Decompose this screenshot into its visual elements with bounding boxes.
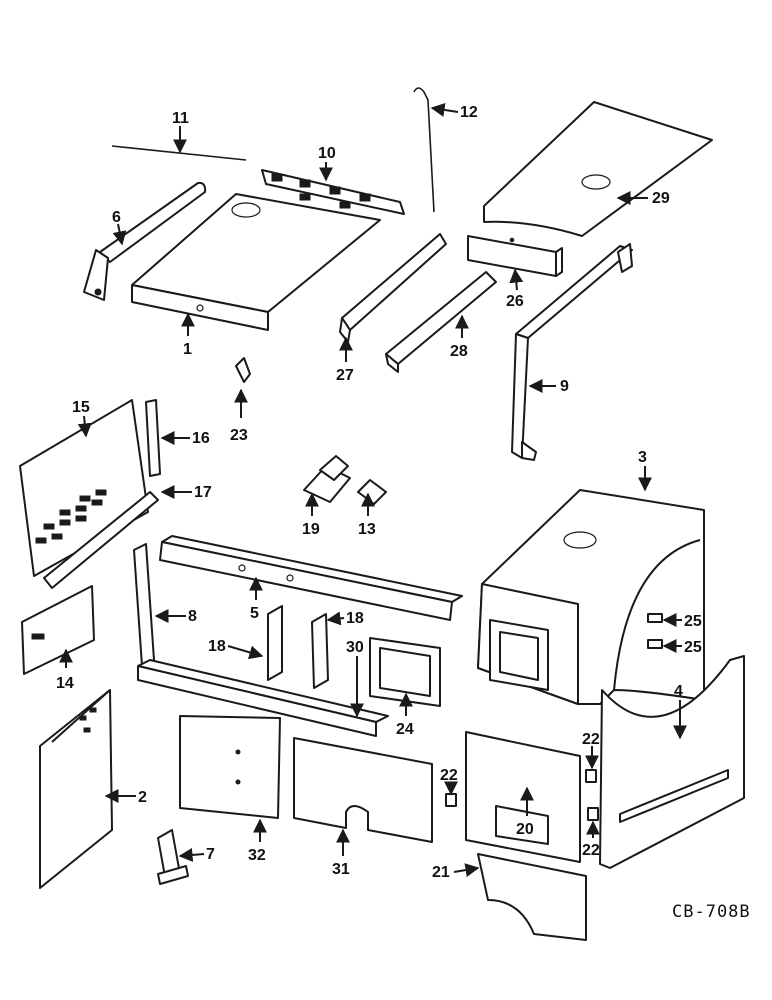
part-20-rear-plate bbox=[465, 731, 581, 863]
callout-6: 6 bbox=[112, 209, 121, 226]
callout-24: 24 bbox=[396, 721, 414, 738]
part-25-connector-a bbox=[647, 613, 663, 623]
callout-14: 14 bbox=[56, 675, 74, 692]
part-29-top-cover bbox=[483, 101, 713, 237]
callout-1: 1 bbox=[183, 341, 192, 358]
callout-27: 27 bbox=[336, 367, 354, 384]
callout-5: 5 bbox=[250, 605, 259, 622]
part-19-bracket bbox=[303, 455, 351, 503]
part-8-post bbox=[133, 543, 155, 667]
part-23-clip bbox=[235, 357, 251, 383]
callout-25a: 25 bbox=[684, 613, 702, 630]
part-4-side-panel bbox=[599, 655, 745, 869]
part-31-plate bbox=[293, 737, 433, 843]
part-28-channel bbox=[385, 271, 497, 373]
part-18-block-b bbox=[311, 613, 329, 689]
callout-22c: 22 bbox=[582, 842, 600, 859]
part-13-bracket bbox=[357, 479, 387, 505]
callout-19: 19 bbox=[302, 521, 320, 538]
part-32-plate bbox=[179, 715, 281, 819]
callout-22a: 22 bbox=[582, 731, 600, 748]
part-16-strip bbox=[145, 399, 161, 477]
callout-8: 8 bbox=[188, 608, 197, 625]
part-26-block bbox=[467, 235, 563, 277]
callout-17: 17 bbox=[194, 484, 212, 501]
reference-code: CB-708B bbox=[672, 902, 751, 922]
callout-23: 23 bbox=[230, 427, 248, 444]
callout-10: 10 bbox=[318, 145, 336, 162]
callout-32: 32 bbox=[248, 847, 266, 864]
callout-26: 26 bbox=[506, 293, 524, 310]
part-18-block-a bbox=[267, 605, 283, 681]
callout-labels: 11 6 10 12 29 1 26 27 28 9 23 15 16 17 1… bbox=[56, 104, 702, 881]
part-3-housing bbox=[477, 489, 705, 705]
callout-12: 12 bbox=[460, 104, 478, 121]
callout-21: 21 bbox=[432, 864, 450, 881]
callout-28: 28 bbox=[450, 343, 468, 360]
part-22-fitting-a bbox=[585, 769, 597, 783]
callout-16: 16 bbox=[192, 430, 210, 447]
callout-18b: 18 bbox=[346, 610, 364, 627]
callout-4: 4 bbox=[674, 683, 683, 700]
callout-13: 13 bbox=[358, 521, 376, 538]
callout-30: 30 bbox=[346, 639, 364, 656]
part-15-panel bbox=[19, 399, 149, 577]
leader-lines bbox=[59, 102, 687, 877]
callout-7: 7 bbox=[206, 846, 215, 863]
callout-9: 9 bbox=[560, 378, 569, 395]
callout-29: 29 bbox=[652, 190, 670, 207]
part-17-angle bbox=[43, 491, 159, 589]
part-30-cross-member bbox=[137, 659, 389, 737]
callout-3: 3 bbox=[638, 449, 647, 466]
part-22-fitting-c bbox=[587, 807, 599, 821]
callout-15: 15 bbox=[72, 399, 90, 416]
callout-25b: 25 bbox=[684, 639, 702, 656]
part-14-panel bbox=[21, 585, 95, 675]
callout-31: 31 bbox=[332, 861, 350, 878]
part-21-plate bbox=[477, 853, 587, 941]
part-9-angle bbox=[511, 243, 633, 461]
part-1-cover-panel bbox=[131, 193, 381, 331]
callout-20: 20 bbox=[516, 821, 534, 838]
part-22-fitting-b bbox=[445, 793, 457, 807]
callout-11: 11 bbox=[172, 110, 189, 127]
part-7-bracket bbox=[157, 829, 189, 885]
part-2-side-panel bbox=[39, 689, 113, 889]
part-12-rod bbox=[413, 87, 435, 213]
callout-22b: 22 bbox=[440, 767, 458, 784]
part-25-connector-b bbox=[647, 639, 663, 649]
part-27-angle bbox=[339, 233, 447, 343]
callout-18a: 18 bbox=[208, 638, 226, 655]
part-5-cross-member bbox=[159, 535, 463, 621]
part-10-bracket-strip bbox=[261, 169, 405, 215]
part-24-frame bbox=[369, 637, 441, 707]
callout-2: 2 bbox=[138, 789, 147, 806]
